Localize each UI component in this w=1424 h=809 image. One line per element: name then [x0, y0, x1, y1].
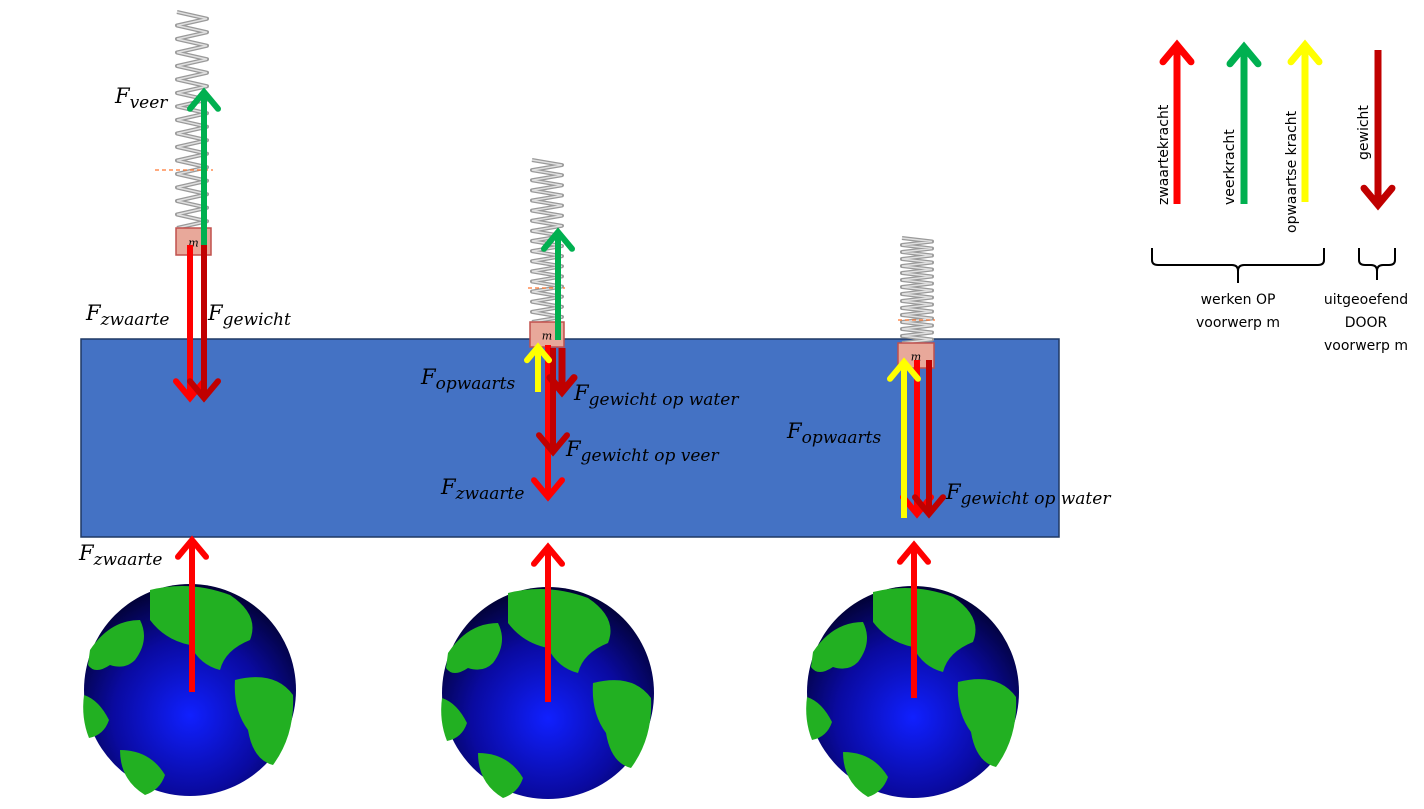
label-f-gewicht-op-water-2: Fgewicht op water [573, 381, 739, 410]
label-f-opwaarts-3: Fopwaarts [786, 419, 881, 448]
legend-opwaartse-kracht: opwaartse kracht [1284, 110, 1300, 233]
legend-opwaartse-kracht-arrow [1287, 39, 1323, 202]
legend-on-line1: werken OP [1201, 292, 1276, 308]
legend-by-line1: uitgeoefend [1324, 292, 1408, 308]
legend-by-line3: voorwerp m [1324, 338, 1408, 354]
legend-veerkracht: veerkracht [1222, 129, 1238, 205]
brace-by [1358, 248, 1396, 280]
opwaartse-kracht-arrow [524, 342, 552, 392]
zwaartekracht-arrow [173, 245, 207, 403]
legend-by-line2: DOOR [1345, 315, 1388, 331]
legend-gewicht: gewicht [1356, 105, 1372, 160]
earth-zwaartekracht-arrow [175, 535, 209, 692]
legend-on-line2: voorwerp m [1196, 315, 1280, 331]
gewicht-op-water-arrow [546, 348, 578, 398]
mass-label: m [188, 237, 198, 250]
gewicht-op-veer-arrow [536, 348, 570, 457]
mass-label: m [911, 351, 921, 364]
legend-zwaartekracht-arrow [1159, 39, 1195, 204]
veerkracht-arrow [187, 87, 221, 245]
earth-zwaartekracht-arrow [531, 542, 565, 702]
label-f-zwaarte-2: Fzwaarte [440, 475, 524, 504]
spring [530, 158, 564, 324]
label-f-zwaarte-1: Fzwaarte [85, 301, 169, 330]
label-f-veer-1: Fveer [114, 84, 168, 113]
label-f-gewicht-op-water-3: Fgewicht op water [945, 480, 1111, 509]
gewicht-op-water-arrow [912, 360, 946, 519]
zwaartekracht-arrow [531, 345, 565, 502]
spring [175, 10, 209, 230]
earth-zwaartekracht-arrow [897, 540, 931, 698]
mass-label: m [542, 330, 552, 343]
legend: zwaartekracht veerkracht opwaartse krach… [1151, 104, 1408, 354]
brace-on [1151, 248, 1325, 283]
spring [900, 236, 934, 345]
veerkracht-arrow [541, 227, 575, 340]
label-f-opwaarts-2: Fopwaarts [420, 365, 515, 394]
label-f-gewicht-op-veer-2: Fgewicht op veer [565, 437, 719, 466]
legend-zwaartekracht: zwaartekracht [1156, 104, 1172, 205]
legend-veerkracht-arrow [1226, 41, 1262, 204]
label-f-zwaarte-earth: Fzwaarte [78, 541, 162, 570]
gewicht-arrow [187, 245, 221, 403]
opwaartse-kracht-arrow [887, 357, 921, 518]
legend-gewicht-arrow [1360, 50, 1396, 211]
label-f-gewicht-1: Fgewicht [207, 301, 291, 330]
